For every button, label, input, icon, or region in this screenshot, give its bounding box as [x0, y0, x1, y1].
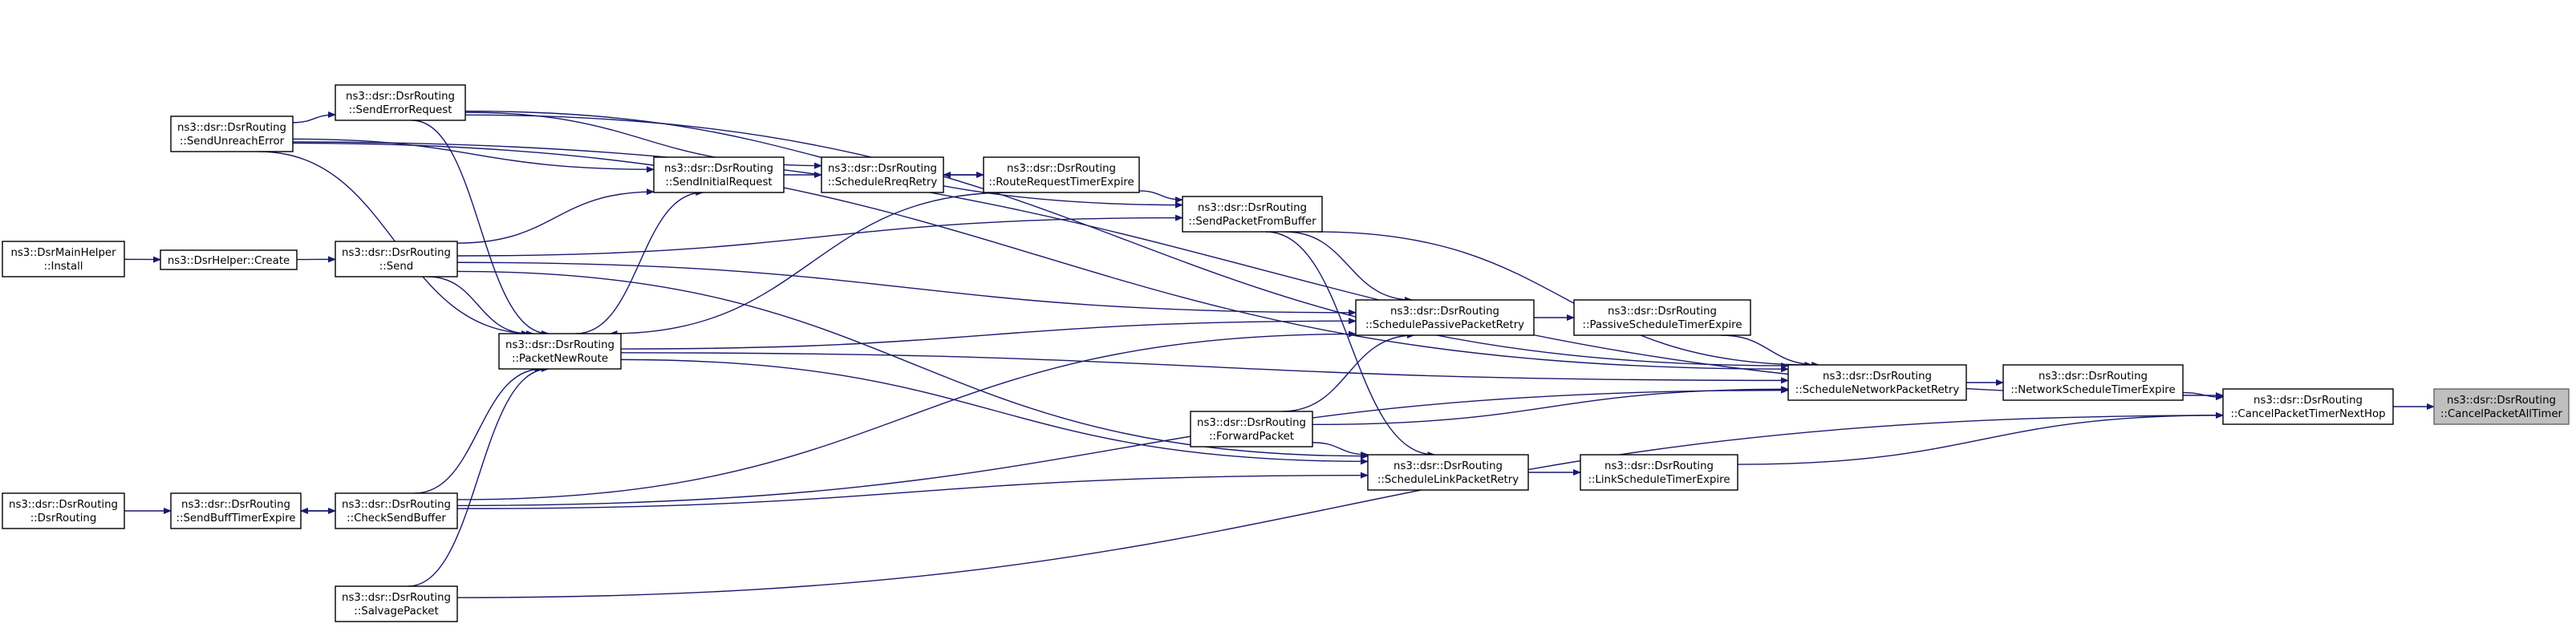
edge-send-to-send_initial	[456, 188, 655, 244]
edge-send-to-packet_new_route	[428, 276, 529, 337]
edge-check_send_buffer-to-packet_new_route	[414, 366, 543, 494]
node-label-line-1: ns3::dsr::DsrRouting	[2253, 395, 2363, 407]
edge-send_unreach-to-send_initial	[292, 138, 655, 173]
node-passive-schedule-timer-expire[interactable]: ns3::dsr::DsrRouting ::PassiveScheduleTi…	[1573, 299, 1751, 336]
node-label-line-2: ::Send	[379, 261, 413, 273]
node-label-line-2: ::SchedulePassivePacketRetry	[1365, 319, 1524, 331]
node-cancel-packet-all-timer[interactable]: ns3::dsr::DsrRouting ::CancelPacketAllTi…	[2433, 388, 2570, 425]
node-salvage-packet[interactable]: ns3::dsr::DsrRouting ::SalvagePacket	[335, 585, 458, 622]
node-check-send-buffer[interactable]: ns3::dsr::DsrRouting ::CheckSendBuffer	[335, 492, 458, 529]
node-label-line-2: ::SendInitialRequest	[665, 176, 772, 188]
node-label-line-1: ns3::dsr::DsrRouting	[342, 499, 451, 511]
edge-check_send_buffer-to-sched_passive	[456, 330, 1357, 500]
node-send-packet-from-buffer[interactable]: ns3::dsr::DsrRouting ::SendPacketFromBuf…	[1182, 196, 1323, 233]
node-schedule-passive-packet-retry[interactable]: ns3::dsr::DsrRouting ::SchedulePassivePa…	[1355, 299, 1535, 336]
node-send-initial-request[interactable]: ns3::dsr::DsrRouting ::SendInitialReques…	[653, 156, 785, 193]
node-label-line-1: ns3::dsr::DsrRouting	[505, 339, 615, 351]
node-send[interactable]: ns3::dsr::DsrRouting ::Send	[335, 241, 458, 277]
edge-route_req_timer-to-packet_new_route	[609, 192, 1012, 337]
node-schedule-network-packet-retry[interactable]: ns3::dsr::DsrRouting ::ScheduleNetworkPa…	[1787, 364, 1967, 401]
edge-send_error_req-to-packet_new_route	[412, 119, 550, 337]
node-label-line-1: ns3::dsr::DsrRouting	[181, 499, 290, 511]
node-label-line-2: ::CancelPacketAllTimer	[2440, 408, 2563, 420]
edge-send_from_buffer-to-sched_link	[1265, 231, 1436, 458]
node-label-line-2: ::LinkScheduleTimerExpire	[1588, 474, 1730, 486]
node-send-unreach-error[interactable]: ns3::dsr::DsrRouting ::SendUnreachError	[170, 115, 294, 152]
node-helper-create[interactable]: ns3::DsrHelper::Create	[160, 249, 298, 270]
edge-packet_new_route-to-sched_link	[620, 358, 1369, 465]
edge-check_send_buffer-to-sched_link	[456, 472, 1369, 509]
node-label-line-1: ns3::dsr::DsrRouting	[2447, 395, 2556, 407]
edge-packet_new_route-to-send_initial	[575, 189, 704, 334]
edges-layer	[124, 110, 2435, 598]
node-route-request-timer-expire[interactable]: ns3::dsr::DsrRouting ::RouteRequestTimer…	[983, 156, 1140, 193]
node-label-line-2: ::ScheduleLinkPacketRetry	[1377, 474, 1519, 486]
edge-salvage-to-cancel_next_hop	[456, 411, 2224, 598]
node-label-line-2: ::SendUnreachError	[180, 136, 285, 148]
edge-packet_new_route-to-sched_network	[620, 352, 1789, 384]
node-label-line-1: ns3::dsr::DsrRouting	[1393, 460, 1503, 472]
node-main-install[interactable]: ns3::DsrMainHelper ::Install	[2, 241, 125, 277]
node-cancel-packet-timer-next-hop[interactable]: ns3::dsr::DsrRouting ::CancelPacketTimer…	[2222, 388, 2394, 425]
node-label-line-2: ::ForwardPacket	[1209, 431, 1294, 443]
node-label-line-1: ns3::DsrMainHelper	[10, 247, 116, 259]
edge-route_req_timer-to-send_from_buffer	[1138, 190, 1183, 204]
node-label-line-1: ns3::dsr::DsrRouting	[664, 163, 773, 175]
edge-packet_new_route-to-sched_passive	[620, 318, 1357, 350]
node-label-line-1: ns3::dsr::DsrRouting	[828, 163, 937, 175]
edge-send_error_req-to-sched_network	[464, 114, 1789, 369]
node-label-line-1: ns3::dsr::DsrRouting	[1198, 202, 1307, 214]
nodes-layer: ns3::DsrMainHelper ::Install ns3::DsrHel…	[2, 84, 2570, 622]
node-label-line-1: ns3::dsr::DsrRouting	[1390, 306, 1499, 318]
node-label-line-1: ns3::dsr::DsrRouting	[346, 91, 455, 103]
node-label-line-2: ::RouteRequestTimerExpire	[988, 176, 1134, 188]
node-label-line-2: ::SendPacketFromBuffer	[1188, 216, 1316, 228]
node-label-line-1: ns3::dsr::DsrRouting	[1604, 460, 1714, 472]
node-label-line-1: ns3::dsr::DsrRouting	[1197, 417, 1306, 429]
edge-link_timer-to-cancel_next_hop	[1737, 411, 2224, 465]
node-label-line-1: ns3::dsr::DsrRouting	[2038, 371, 2148, 383]
node-label-line-1: ns3::DsrHelper::Create	[168, 255, 290, 267]
edge-forward-to-sched_link	[1312, 442, 1369, 458]
edge-passive_timer-to-sched_network	[1720, 334, 1820, 368]
edge-send-to-sched_passive	[456, 261, 1357, 316]
node-packet-new-route[interactable]: ns3::dsr::DsrRouting ::PacketNewRoute	[498, 333, 622, 370]
node-label-line-2: ::Install	[44, 261, 83, 273]
node-label-line-2: ::DsrRouting	[30, 512, 97, 525]
edge-salvage-to-packet_new_route	[408, 366, 550, 587]
node-label-line-2: ::SendErrorRequest	[349, 104, 452, 116]
node-label-line-2: ::ScheduleNetworkPacketRetry	[1795, 384, 1960, 396]
node-label-line-2: ::CheckSendBuffer	[347, 512, 446, 525]
node-label-line-1: ns3::dsr::DsrRouting	[342, 592, 451, 604]
node-label-line-1: ns3::dsr::DsrRouting	[9, 499, 118, 511]
edge-check_send_buffer-to-sched_network	[456, 387, 1789, 507]
node-label-line-2: ::SalvagePacket	[354, 606, 438, 618]
node-dsr-routing-constructor[interactable]: ns3::dsr::DsrRouting ::DsrRouting	[2, 492, 125, 529]
node-label-line-1: ns3::dsr::DsrRouting	[1823, 371, 1932, 383]
node-label-line-2: ::SendBuffTimerExpire	[176, 512, 296, 525]
node-schedule-rreq-retry[interactable]: ns3::dsr::DsrRouting ::ScheduleRreqRetry	[821, 156, 944, 193]
edge-send_unreach-to-sched_network	[292, 142, 1789, 373]
node-link-schedule-timer-expire[interactable]: ns3::dsr::DsrRouting ::LinkScheduleTimer…	[1580, 454, 1738, 491]
node-network-schedule-timer-expire[interactable]: ns3::dsr::DsrRouting ::NetworkScheduleTi…	[2002, 364, 2184, 401]
node-send-buff-timer-expire[interactable]: ns3::dsr::DsrRouting ::SendBuffTimerExpi…	[170, 492, 302, 529]
node-label-line-2: ::NetworkScheduleTimerExpire	[2010, 384, 2175, 396]
node-label-line-1: ns3::dsr::DsrRouting	[1608, 306, 1717, 318]
edge-send_unreach-to-send_error_req	[292, 111, 336, 124]
node-label-line-1: ns3::dsr::DsrRouting	[177, 122, 286, 134]
node-send-error-request[interactable]: ns3::dsr::DsrRouting ::SendErrorRequest	[335, 84, 466, 121]
edge-forward-to-sched_passive	[1282, 332, 1415, 412]
edge-send_from_buffer-to-sched_passive	[1284, 231, 1414, 303]
node-label-line-2: ::PacketNewRoute	[512, 353, 608, 365]
node-label-line-2: ::ScheduleRreqRetry	[828, 176, 938, 188]
node-label-line-1: ns3::dsr::DsrRouting	[1007, 163, 1116, 175]
node-label-line-1: ns3::dsr::DsrRouting	[342, 247, 451, 259]
node-schedule-link-packet-retry[interactable]: ns3::dsr::DsrRouting ::ScheduleLinkPacke…	[1367, 454, 1529, 491]
node-forward-packet[interactable]: ns3::dsr::DsrRouting ::ForwardPacket	[1190, 411, 1313, 448]
node-label-line-2: ::PassiveScheduleTimerExpire	[1583, 319, 1742, 331]
edge-send_from_buffer-to-sched_network	[1317, 231, 1813, 368]
edge-send-to-send_from_buffer	[456, 214, 1183, 257]
node-label-line-2: ::CancelPacketTimerNextHop	[2230, 408, 2385, 420]
